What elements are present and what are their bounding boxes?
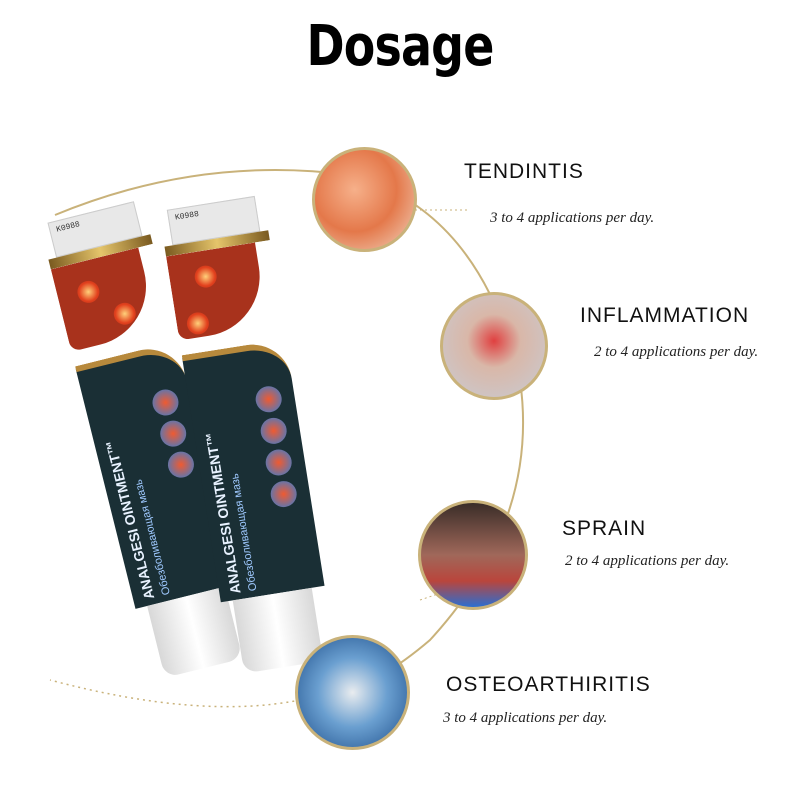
ankle-image <box>418 500 528 610</box>
condition-name: TENDINTIS <box>464 160 584 183</box>
condition-dose: 3 to 4 applications per day. <box>443 710 608 726</box>
page-title: Dosage <box>306 14 494 79</box>
condition-name: INFLAMMATION <box>580 304 750 327</box>
knee-image <box>295 635 410 750</box>
condition-dose: 3 to 4 applications per day. <box>490 210 655 226</box>
tendon-image <box>312 147 417 252</box>
condition-name: OSTEOARTHIRITIS <box>446 673 651 696</box>
condition-dose: 2 to 4 applications per day. <box>565 553 730 569</box>
hip-image <box>440 292 548 400</box>
condition-name: SPRAIN <box>562 517 647 540</box>
condition-dose: 2 to 4 applications per day. <box>594 344 759 360</box>
